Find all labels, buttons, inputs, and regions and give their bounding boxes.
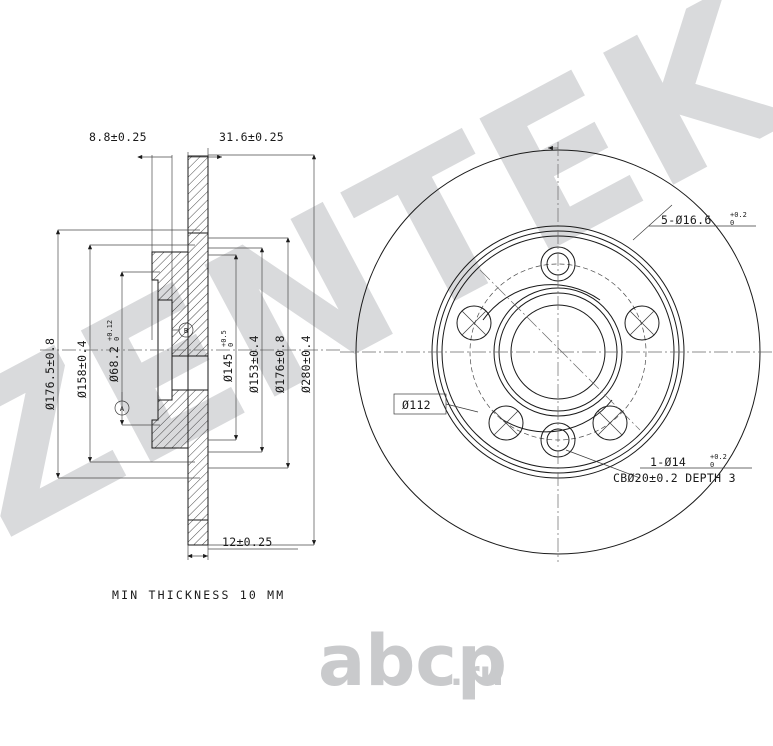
face-view	[340, 142, 773, 562]
bolt-hole-lower-right-circle	[593, 406, 627, 440]
dim-label-176: Ø176±0.8	[273, 335, 287, 393]
leader-pilot-hole	[565, 449, 641, 479]
dim-label-68-2-group: Ø68.2 +0.12 0	[106, 320, 121, 382]
bolt-hole-left	[457, 306, 491, 340]
callout-pilot-hole-second-line: CBØ20±0.2 DEPTH 3	[613, 471, 736, 485]
bolt-hole-right-circle	[625, 306, 659, 340]
detail-bubble-b: B	[172, 322, 194, 338]
dim-label-158: Ø158±0.4	[75, 340, 89, 398]
dim-label-145-tol-upper: +0.5	[220, 330, 228, 347]
leader-pcd	[445, 403, 479, 413]
dim-label-31-6: 31.6±0.25	[219, 130, 284, 144]
callout-pilot-hole-label: 1-Ø14	[650, 455, 686, 469]
face-centerline-diag	[479, 269, 641, 431]
watermark-site: abcp .ru	[318, 620, 507, 702]
note-min-thickness: MIN THICKNESS 10 MM	[112, 588, 285, 602]
dim-label-68-2-tol-lower: 0	[113, 337, 121, 341]
cross-section-view: B A	[40, 148, 340, 560]
callout-pilot-hole-tol-lower: 0	[710, 461, 714, 469]
bolt-hole-lower-right	[593, 406, 627, 440]
watermark-site-suffix: .ru	[450, 654, 504, 694]
dim-label-68-2-tol-upper: +0.12	[106, 320, 114, 341]
dim-label-176-5: Ø176.5±0.8	[43, 338, 57, 410]
dim-label-145: Ø145	[221, 353, 235, 382]
bolt-hole-lower-left	[489, 406, 523, 440]
dim-label-145-tol-lower: 0	[227, 343, 235, 347]
relief-arc-top	[483, 285, 600, 320]
dim-label-153: Ø153±0.4	[247, 335, 261, 393]
watermark-site-text: abcp	[318, 620, 507, 702]
section-hatch-bottom	[187, 389, 209, 546]
dim-label-68-2: Ø68.2	[107, 346, 121, 382]
dim-label-12: 12±0.25	[222, 535, 273, 549]
callout-pilot-hole-group: 1-Ø14 +0.2 0 CBØ20±0.2 DEPTH 3	[613, 453, 736, 485]
detail-bubble-b-label: B	[184, 327, 188, 335]
dim-label-280: Ø280±0.4	[299, 335, 313, 393]
dim-label-145-group: Ø145 +0.5 0	[220, 330, 235, 382]
callout-bolt-holes-group: 5-Ø16.6 +0.2 0	[661, 211, 747, 227]
bolt-hole-right	[625, 306, 659, 340]
callout-bolt-holes-tol-upper: +0.2	[730, 211, 747, 219]
callout-pcd-label: Ø112	[402, 398, 431, 412]
callout-pilot-hole-tol-upper: +0.2	[710, 453, 727, 461]
relief-arc-bottom	[500, 400, 612, 432]
bolt-hole-lower-left-circle	[489, 406, 523, 440]
dim-label-8-8: 8.8±0.25	[89, 130, 147, 144]
leader-bolt-holes	[632, 204, 673, 241]
callout-bolt-holes-tol-lower: 0	[730, 219, 734, 227]
bolt-hole-left-circle	[457, 306, 491, 340]
section-hatch-top	[187, 155, 209, 357]
callout-bolt-holes-label: 5-Ø16.6	[661, 213, 712, 227]
